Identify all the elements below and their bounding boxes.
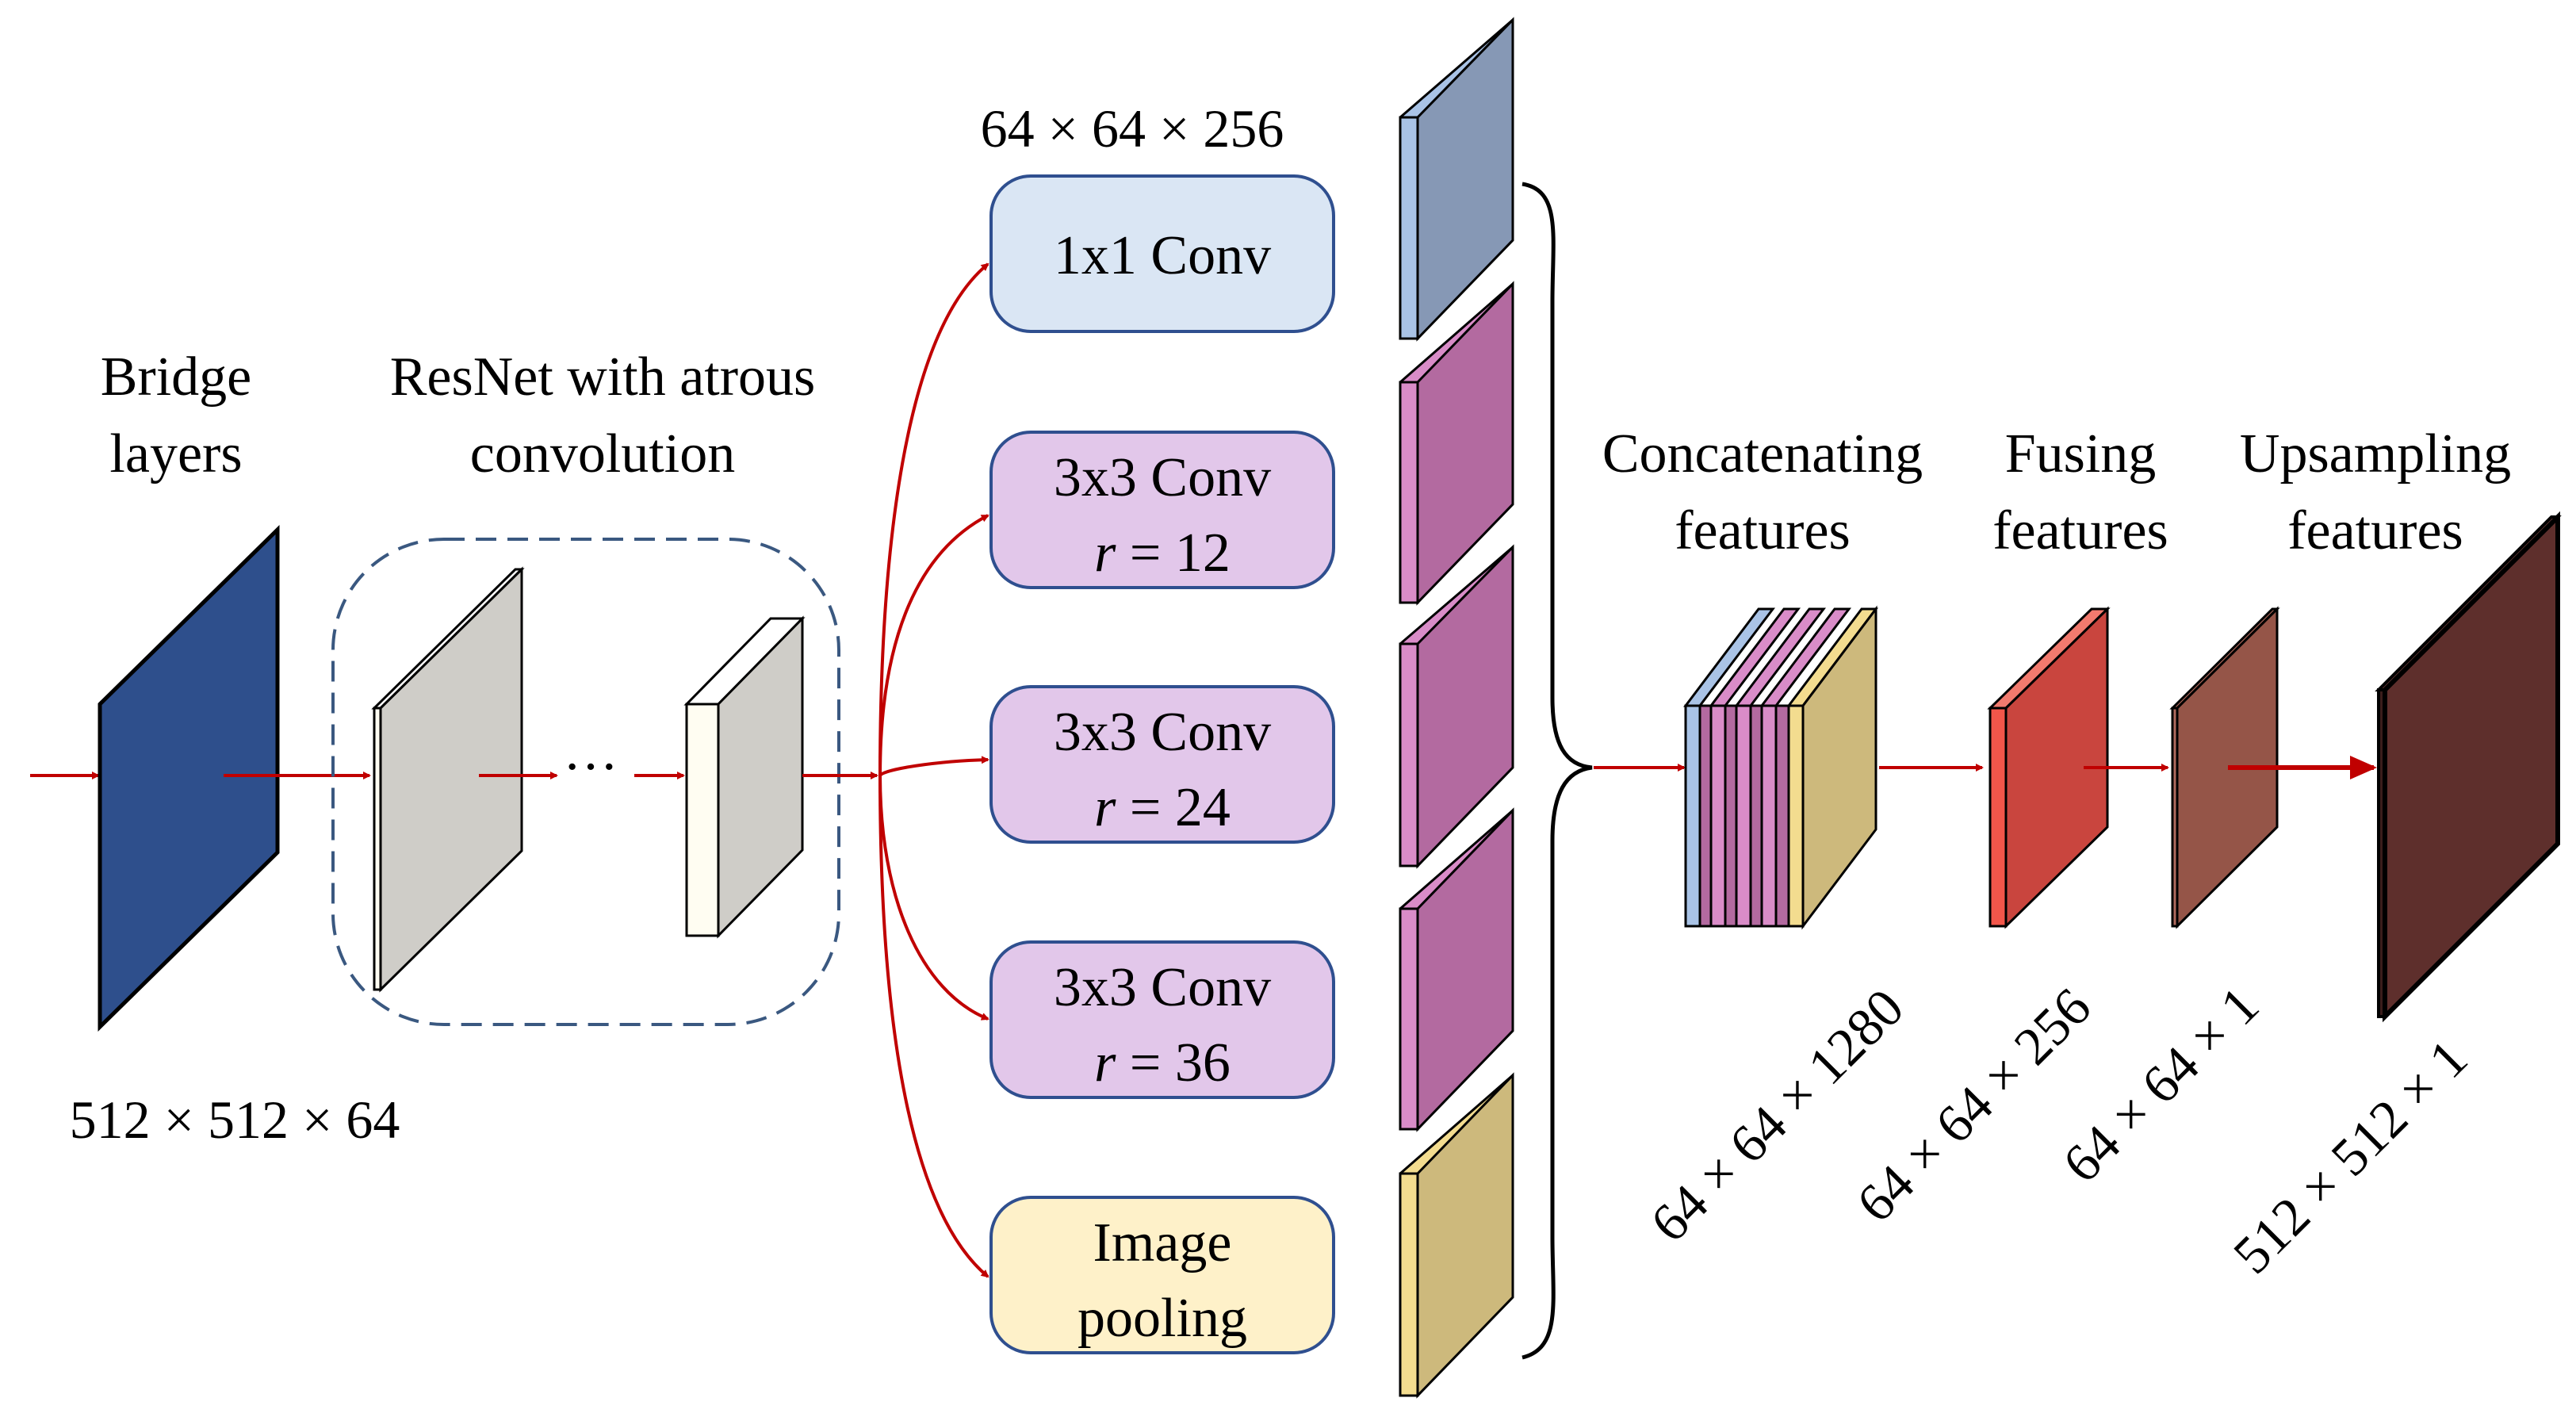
fuse-layer xyxy=(1987,606,2111,929)
resnet-label: ResNet with atrous convolution xyxy=(390,347,816,484)
svg-text:ResNet with atrous: ResNet with atrous xyxy=(390,347,816,408)
output-layer xyxy=(2375,511,2562,1023)
fusing-label: Fusing features xyxy=(1992,423,2168,561)
svg-text:1x1 Conv: 1x1 Conv xyxy=(1054,225,1271,286)
branch-box-conv-r12: 3x3 Conv r = 12 xyxy=(989,431,1335,589)
feature-map-r36 xyxy=(1399,807,1514,1132)
branch-arrow-pool xyxy=(878,775,989,1278)
svg-text:3x3 Conv: 3x3 Conv xyxy=(1054,702,1271,763)
svg-text:r = 24: r = 24 xyxy=(1094,777,1231,838)
output-dim-label: 512 × 512 × 1 xyxy=(2222,1028,2478,1285)
feature-map-r24 xyxy=(1399,544,1514,869)
concatenating-label: Concatenating features xyxy=(1602,423,1923,561)
svg-text:layers: layers xyxy=(109,423,242,484)
concat-slice-blue xyxy=(1682,607,1776,928)
concat-slice-yellow xyxy=(1786,605,1879,930)
svg-text:r = 36: r = 36 xyxy=(1094,1032,1231,1093)
svg-text:Fusing: Fusing xyxy=(2005,423,2157,484)
branch-box-1x1: 1x1 Conv xyxy=(989,174,1335,333)
concat-slice-pink-1 xyxy=(1698,607,1801,928)
svg-text:features: features xyxy=(1992,500,2168,561)
svg-text:Upsampling: Upsampling xyxy=(2240,423,2511,484)
branch-box-image-pooling: Image pooling xyxy=(989,1196,1335,1354)
branch-arrow-r12 xyxy=(878,514,989,776)
svg-text:pooling: pooling xyxy=(1077,1288,1247,1349)
svg-text:convolution: convolution xyxy=(470,423,735,484)
svg-text:features: features xyxy=(1675,500,1851,561)
svg-text:3x3 Conv: 3x3 Conv xyxy=(1054,957,1271,1018)
branch-arrow-r36 xyxy=(878,775,989,1021)
resnet-layer-large xyxy=(371,566,525,993)
concat-stack xyxy=(1682,605,1879,930)
svg-text:Concatenating: Concatenating xyxy=(1602,423,1923,484)
branch-arrows xyxy=(878,262,989,1278)
concat-slice-pink-4 xyxy=(1774,704,1790,928)
svg-text:features: features xyxy=(2287,500,2463,561)
input-dim-label: 512 × 512 × 64 xyxy=(70,1090,400,1150)
upsample-layer xyxy=(2169,606,2280,929)
svg-text:3x3 Conv: 3x3 Conv xyxy=(1054,447,1271,508)
aspp-dim-label: 64 × 64 × 256 xyxy=(981,98,1284,159)
concat-slice-pink-2 xyxy=(1724,607,1827,928)
resnet-ellipsis: ··· xyxy=(563,737,618,798)
svg-text:Image: Image xyxy=(1093,1212,1232,1273)
concat-slice-pink-3 xyxy=(1749,607,1852,928)
branch-arrow-r24 xyxy=(878,756,989,777)
branch-box-conv-r24: 3x3 Conv r = 24 xyxy=(989,685,1335,844)
bridge-layer xyxy=(98,525,280,1032)
svg-text:Bridge: Bridge xyxy=(101,347,252,408)
resnet-group-boundary xyxy=(331,538,840,1026)
svg-text:r = 12: r = 12 xyxy=(1094,523,1231,584)
bridge-layers-label: Bridge layers xyxy=(101,347,252,484)
upsampling-label: Upsampling features xyxy=(2240,423,2511,561)
feature-map-r12 xyxy=(1399,281,1514,606)
branch-arrow-1x1 xyxy=(878,262,989,776)
feature-map-pool xyxy=(1399,1072,1514,1399)
resnet-layer-small xyxy=(683,615,806,939)
branch-box-conv-r36: 3x3 Conv r = 36 xyxy=(989,940,1335,1099)
concat-brace xyxy=(1521,182,1593,1360)
feature-map-1x1 xyxy=(1399,17,1514,342)
